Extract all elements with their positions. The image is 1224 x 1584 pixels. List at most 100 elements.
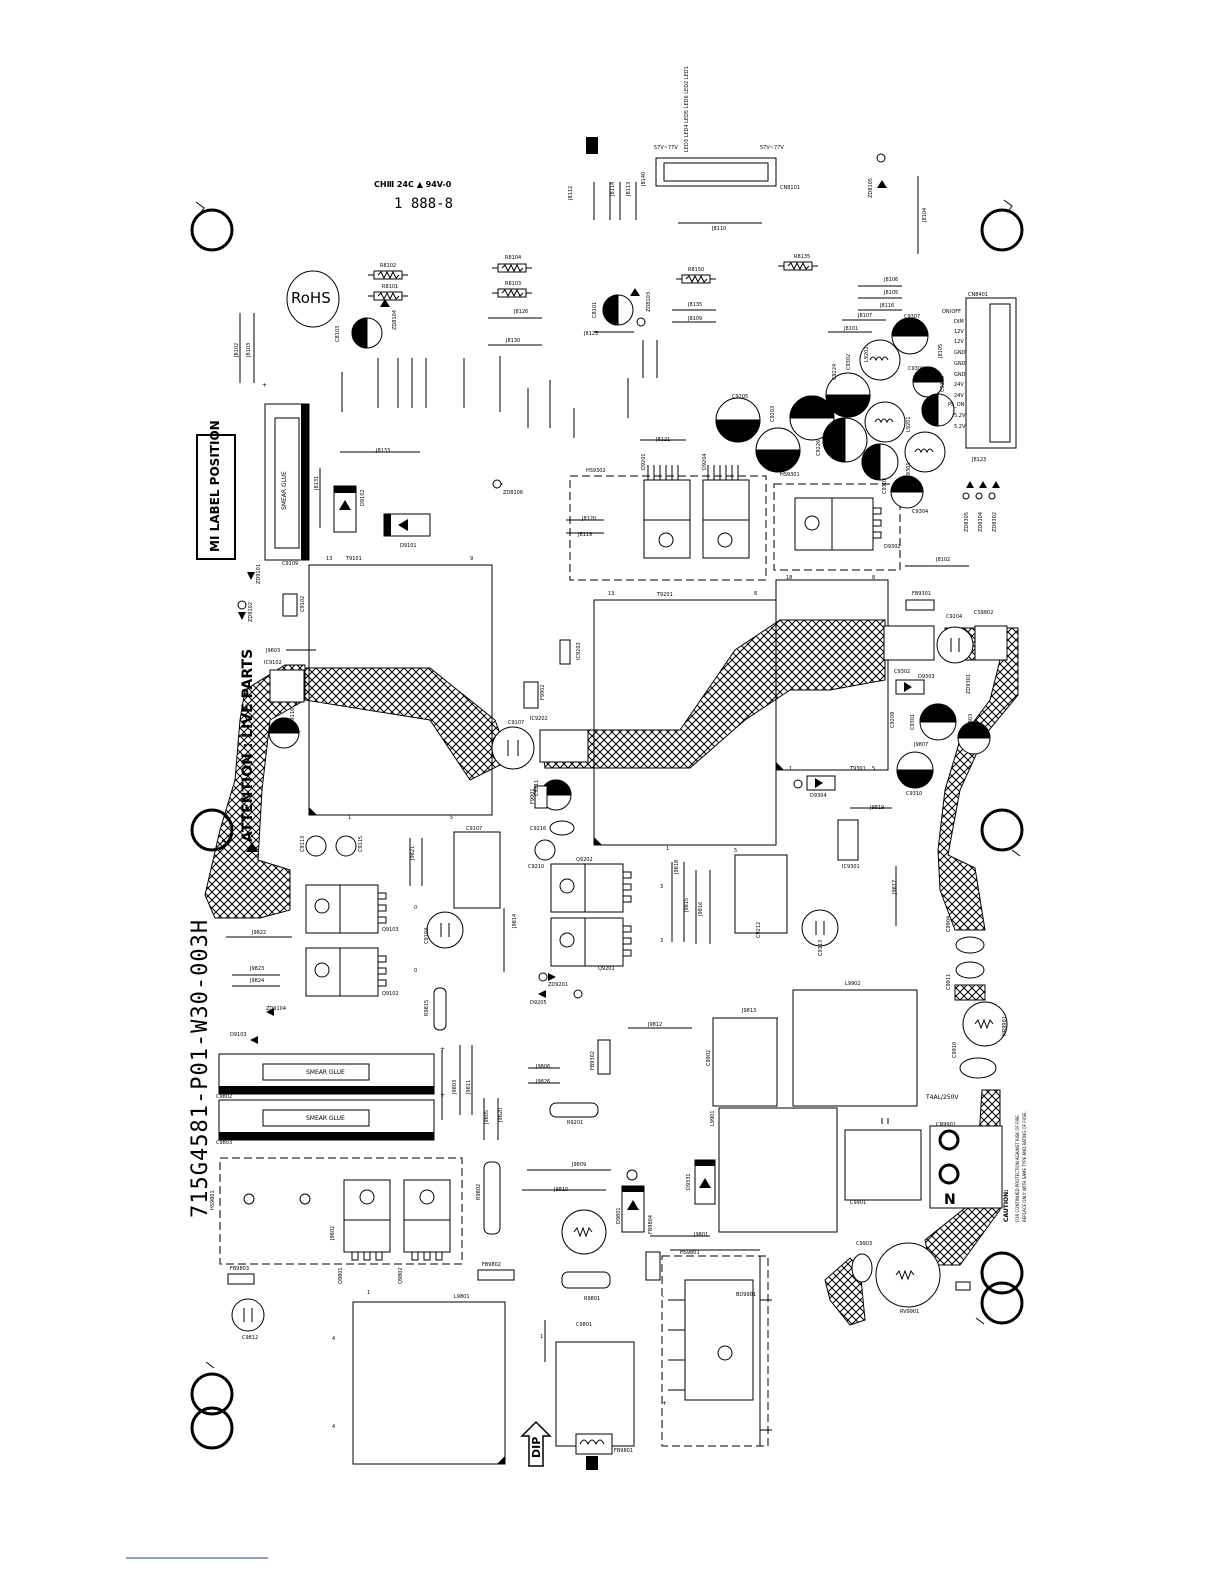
ref-c9203: C9203	[770, 405, 776, 422]
ref-d9201: D9201	[641, 453, 647, 470]
ref-r8135: R8135	[794, 254, 811, 260]
ref-f9902: F9902	[540, 684, 546, 700]
ref-c9301: C9301	[910, 713, 916, 730]
ref-t9301: T9301	[850, 766, 866, 772]
package-leads	[351, 465, 882, 1391]
ref-fb9302: FB9302	[590, 1050, 596, 1070]
ref-j9814: J9814	[512, 913, 518, 928]
ref-ic9301: IC9301	[842, 864, 860, 870]
pin0-q9103: 0	[414, 905, 418, 911]
ref-j9817: J9817	[892, 879, 898, 894]
plus-c9802b: +	[440, 1092, 446, 1099]
long-capacitor-stripes	[219, 404, 434, 1140]
plus-c9116: +	[296, 729, 302, 736]
ref-fb9301: FB9301	[912, 591, 932, 597]
ref-zd8302: ZD8302	[992, 512, 998, 532]
ref-c9211: C9211	[534, 779, 540, 796]
dip-label: DIP	[530, 1436, 543, 1458]
ref-r9815: R9815	[424, 999, 430, 1016]
ref-c9305: C9305	[940, 375, 946, 392]
pin8-t9201: 8	[754, 591, 758, 597]
ref-j9603: J9603	[266, 648, 281, 654]
flammability-label: CHⅢ 24C ▲ 94V-0	[374, 180, 452, 189]
pin-label-10: PS_ON	[948, 402, 965, 408]
ref-c9204: C9204	[946, 614, 963, 620]
dip-arrow	[520, 1420, 552, 1467]
ref-ic9203: IC9203	[576, 642, 582, 660]
ref-c9102: C9102	[300, 595, 306, 612]
ref-j8110: J8110	[712, 226, 727, 232]
pin1-l9801: 1	[367, 1290, 371, 1296]
plus-hs9801: +	[662, 1400, 668, 1407]
ref-hs9801b: HS9801	[210, 1190, 216, 1210]
mounting-holes	[190, 208, 1024, 1450]
ref-c9313: C9313	[818, 939, 824, 956]
pin-label-1: ON/OFF	[942, 309, 962, 315]
ref-d9205: D9205	[530, 1000, 547, 1006]
ref-c9109: C9109	[282, 561, 299, 567]
ref-d9331: D9331	[686, 1173, 692, 1190]
ref-j9809: J9809	[572, 1162, 587, 1168]
ref-j8101: J8101	[844, 326, 859, 332]
ref-bd9901: BD9901	[736, 1292, 757, 1298]
ref-l9201: L9201	[906, 416, 912, 432]
ref-hs9801: HS9801	[680, 1250, 700, 1256]
ref-c9103: C9103	[424, 927, 430, 944]
ref-zd8103: ZD8103	[646, 292, 652, 312]
ref-j9803: J9803	[452, 1079, 458, 1094]
caution-line-2: FOR CONTINUED PROTECTION AGAINST RISK OF…	[1015, 1115, 1020, 1222]
ref-j9810: J9810	[554, 1187, 569, 1193]
ref-j8104: J8104	[922, 207, 928, 222]
fiducial-top	[586, 137, 598, 154]
pin-label-9: 24V	[954, 393, 964, 399]
ref-zd9301: ZD9301	[966, 674, 972, 694]
pin-label-8: 24V	[954, 382, 964, 388]
ref-j9811: J9811	[466, 1079, 472, 1094]
smear-glue-label-2: SMEAR GLUE	[306, 1069, 345, 1076]
diode-bands	[238, 180, 1000, 1210]
plus-c9109: +	[262, 382, 268, 389]
ref-zd8304: ZD8304	[978, 512, 984, 532]
pin1-triangles	[309, 762, 784, 1464]
ref-c9306: C9306	[908, 366, 925, 372]
ref-c9801: C9801	[576, 1322, 593, 1328]
ref-r9802: R9802	[476, 1183, 482, 1200]
pin13-t9201: 13	[608, 591, 615, 597]
pin1-t9201: 1	[666, 846, 670, 852]
mi-label-text: MI LABEL POSITION	[208, 420, 222, 552]
transformer-outlines	[308, 564, 922, 1465]
ref-r9801: R9801	[584, 1296, 601, 1302]
ref-cn8401: CN8401	[968, 292, 988, 298]
ref-cs9802: CS9802	[974, 610, 994, 616]
heatsink-outlines	[219, 475, 901, 1447]
ref-j8140: J8140	[641, 171, 647, 186]
to220-packages	[243, 479, 874, 1401]
ref-c9812: C9812	[242, 1335, 259, 1341]
ref-l9901: L9901	[710, 1110, 716, 1126]
ref-l9902: L9902	[845, 981, 861, 987]
ref-j9805: J9805	[484, 1109, 490, 1124]
ref-c9224: C9224	[832, 363, 838, 380]
ref-c9904: C9904	[946, 915, 952, 932]
ref-d9302: D9302	[884, 544, 901, 550]
screw-marks	[195, 199, 1021, 1369]
pin-label-7: GND	[954, 372, 966, 378]
ref-j9819: J9819	[870, 805, 885, 811]
ref-cn9901: CN9901	[936, 1122, 956, 1128]
ref-zd9102: ZD9102	[248, 602, 254, 622]
ref-d9101: D9101	[400, 543, 417, 549]
date-code: 1 888-8	[394, 196, 454, 212]
ref-j9822: J9822	[252, 930, 267, 936]
ref-c9107: C9107	[508, 720, 525, 726]
ref-r8150: R8150	[688, 267, 705, 273]
pin1-t9301: 1	[789, 766, 793, 772]
ref-q9102: Q9102	[382, 991, 399, 997]
attention-arrow	[246, 842, 258, 852]
ref-j8124: J8105	[938, 343, 944, 358]
ref-rv9901: RV9901	[900, 1309, 920, 1315]
ref-c9310: C9310	[906, 791, 923, 797]
ref-j8102: J8102	[234, 342, 240, 357]
ref-d9204: D9204	[702, 453, 708, 470]
ref-c9910: C9910	[952, 1041, 958, 1058]
pin0-q9102: 0	[414, 968, 418, 974]
